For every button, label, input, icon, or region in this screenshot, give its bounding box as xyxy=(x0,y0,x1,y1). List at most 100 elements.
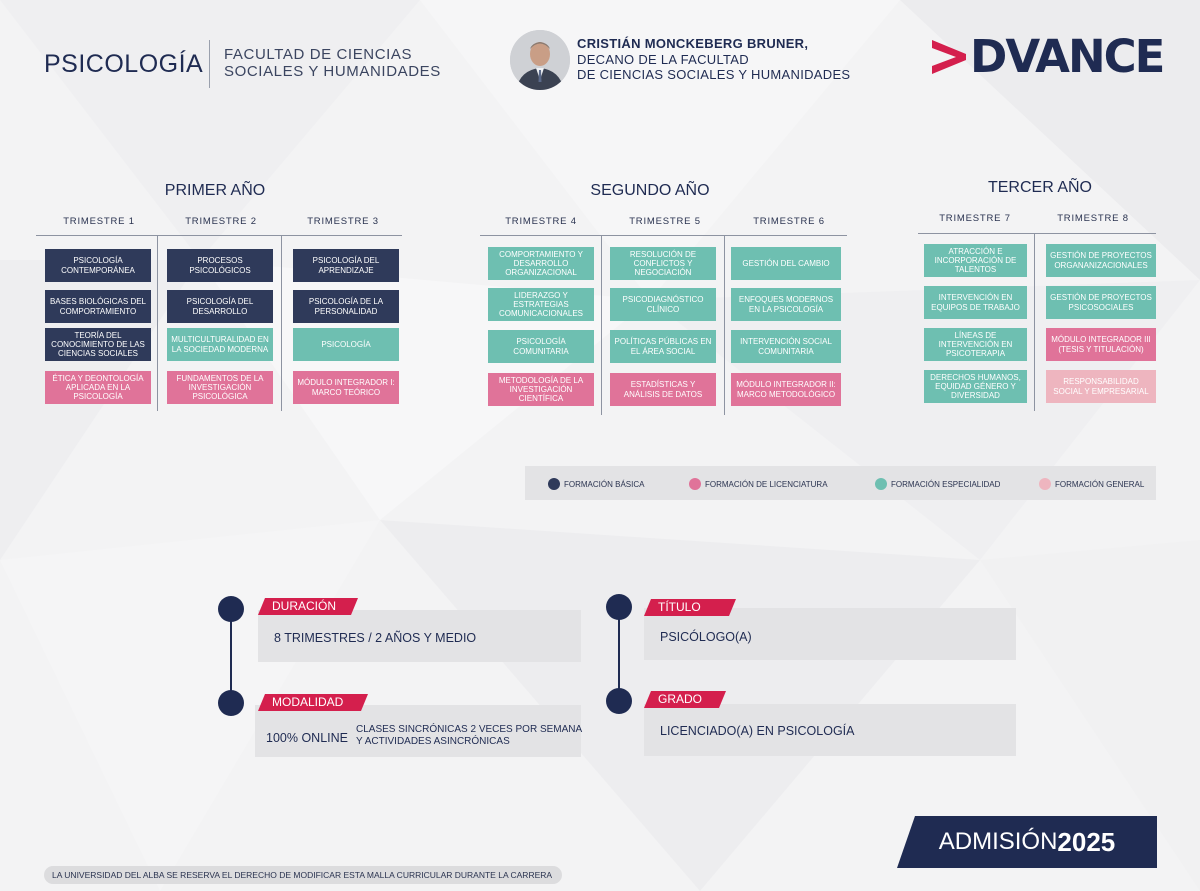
logo-text: DVANCE xyxy=(970,30,1165,83)
legend-label: FORMACIÓN DE LICENCIATURA xyxy=(705,479,828,489)
title-box xyxy=(644,608,1016,660)
course-card: DERECHOS HUMANOS, EQUIDAD GÉNERO Y DIVER… xyxy=(924,370,1027,403)
year-2-rule xyxy=(480,235,847,236)
dean-role-line-1: DECANO DE LA FACULTAD xyxy=(577,51,749,67)
course-card: ÉTICA Y DEONTOLOGÍA APLICADA EN LA PSICO… xyxy=(45,371,151,404)
timeline-dot-icon xyxy=(606,688,632,714)
trimester-1-header: TRIMESTRE 1 xyxy=(63,216,135,227)
course-card: MÓDULO INTEGRADOR II: MARCO METODOLÓGICO xyxy=(731,373,841,406)
modality-detail: CLASES SINCRÓNICAS 2 VECES POR SEMANA Y … xyxy=(356,724,582,748)
faculty-line-1: FACULTAD DE CIENCIAS xyxy=(224,46,413,63)
course-card: LIDERAZGO Y ESTRATEGIAS COMUNICACIONALES xyxy=(488,288,594,321)
course-card: FUNDAMENTOS DE LA INVESTIGACIÓN PSICOLÓG… xyxy=(167,371,273,404)
course-card: ESTADÍSTICAS Y ANÁLISIS DE DATOS xyxy=(610,373,716,406)
legend-dot-icon xyxy=(1039,478,1051,490)
course-card: PSICOLOGÍA COMUNITARIA xyxy=(488,330,594,363)
trimester-6-header: TRIMESTRE 6 xyxy=(753,216,825,227)
course-card: GESTIÓN DE PROYECTOS ORGANANIZACIONALES xyxy=(1046,244,1156,277)
year-3-divider xyxy=(1034,233,1035,411)
course-card: METODOLOGÍA DE LA INVESTIGACIÓN CIENTÍFI… xyxy=(488,373,594,406)
course-card: PSICODIAGNÓSTICO CLÍNICO xyxy=(610,288,716,321)
year-2-divider-a xyxy=(601,235,602,415)
course-card: LÍNEAS DE INTERVENCIÓN EN PSICOTERAPIA xyxy=(924,328,1027,361)
legend-label: FORMACIÓN ESPECIALIDAD xyxy=(891,479,1001,489)
trimester-3-header: TRIMESTRE 3 xyxy=(307,216,379,227)
dean-info: CRISTIÁN MONCKEBERG BRUNER, DECANO DE LA… xyxy=(577,36,850,83)
course-card: PSICOLOGÍA DEL APRENDIZAJE xyxy=(293,249,399,282)
year-1-divider-b xyxy=(281,235,282,411)
course-card: TEORÍA DEL CONOCIMIENTO DE LAS CIENCIAS … xyxy=(45,328,151,361)
legend-dot-icon xyxy=(689,478,701,490)
legend-dot-icon xyxy=(875,478,887,490)
legend-item-gen: FORMACIÓN GENERAL xyxy=(1039,478,1144,490)
dean-photo xyxy=(510,30,570,90)
course-card: MULTICULTURALIDAD EN LA SOCIEDAD MODERNA xyxy=(167,328,273,361)
year-1-divider-a xyxy=(157,235,158,411)
year-3-rule xyxy=(918,233,1156,234)
timeline-line-right xyxy=(618,607,620,703)
disclaimer: LA UNIVERSIDAD DEL ALBA SE RESERVA EL DE… xyxy=(44,866,562,884)
trimester-2-header: TRIMESTRE 2 xyxy=(185,216,257,227)
course-card: PSICOLOGÍA DE LA PERSONALIDAD xyxy=(293,290,399,323)
course-card: PSICOLOGÍA CONTEMPORÁNEA xyxy=(45,249,151,282)
legend-label: FORMACIÓN GENERAL xyxy=(1055,479,1145,489)
course-card: COMPORTAMIENTO Y DESARROLLO ORGANIZACION… xyxy=(488,247,594,280)
modality-box xyxy=(255,705,581,757)
advance-logo: DVANCE xyxy=(930,30,1165,83)
duration-box xyxy=(258,610,581,662)
degree-box xyxy=(644,704,1016,756)
course-card: INTERVENCIÓN SOCIAL COMUNITARIA xyxy=(731,330,841,363)
timeline-dot-icon xyxy=(606,594,632,620)
course-card: PROCESOS PSICOLÓGICOS xyxy=(167,249,273,282)
course-card: MÓDULO INTEGRADOR I: MARCO TEÓRICO xyxy=(293,371,399,404)
course-card: GESTIÓN DEL CAMBIO xyxy=(731,247,841,280)
modality-detail-line-2: Y ACTIVIDADES ASINCRÓNICAS xyxy=(356,736,510,747)
admission-banner: ADMISIÓN 2025 xyxy=(897,816,1157,868)
admission-year: 2025 xyxy=(1057,826,1116,857)
timeline-line-left xyxy=(230,608,232,704)
course-card: PSICOLOGÍA DEL DESARROLLO xyxy=(167,290,273,323)
modality-detail-line-1: CLASES SINCRÓNICAS 2 VECES POR SEMANA xyxy=(356,724,583,735)
legend-label: FORMACIÓN BÁSICA xyxy=(564,479,645,489)
chevron-right-logo-icon xyxy=(932,40,966,74)
course-card: BASES BIOLÓGICAS DEL COMPORTAMIENTO xyxy=(45,290,151,323)
course-card: ENFOQUES MODERNOS EN LA PSICOLOGÍA xyxy=(731,288,841,321)
trimester-7-header: TRIMESTRE 7 xyxy=(939,213,1011,224)
course-card: POLÍTICAS PÚBLICAS EN EL ÁREA SOCIAL xyxy=(610,330,716,363)
degree-label: GRADO xyxy=(644,691,726,708)
degree-value: LICENCIADO(A) EN PSICOLOGÍA xyxy=(660,724,855,738)
year-title-2: SEGUNDO AÑO xyxy=(590,182,710,199)
timeline-dot-icon xyxy=(218,596,244,622)
course-card: ATRACCIÓN E INCORPORACIÓN DE TALENTOS xyxy=(924,244,1027,277)
legend-item-basic: FORMACIÓN BÁSICA xyxy=(548,478,644,490)
year-title-1: PRIMER AÑO xyxy=(164,182,266,199)
course-card: MÓDULO INTEGRADOR III (TESIS Y TITULACIÓ… xyxy=(1046,328,1156,361)
year-1-rule xyxy=(36,235,402,236)
title-label: TÍTULO xyxy=(644,599,736,616)
course-card: RESPONSABILIDAD SOCIAL Y EMPRESARIAL xyxy=(1046,370,1156,403)
timeline-dot-icon xyxy=(218,690,244,716)
course-card: GESTIÓN DE PROYECTOS PSICOSOCIALES xyxy=(1046,286,1156,319)
faculty-name: FACULTAD DE CIENCIAS SOCIALES Y HUMANIDA… xyxy=(224,46,441,80)
duration-label: DURACIÓN xyxy=(258,598,358,615)
trimester-5-header: TRIMESTRE 5 xyxy=(629,216,701,227)
year-2-divider-b xyxy=(724,235,725,415)
header-divider xyxy=(209,40,210,88)
dean-name: CRISTIÁN MONCKEBERG BRUNER, xyxy=(577,36,809,51)
modality-value: 100% ONLINE xyxy=(266,731,348,745)
trimester-8-header: TRIMESTRE 8 xyxy=(1057,213,1129,224)
course-card: INTERVENCIÓN EN EQUIPOS DE TRABAJO xyxy=(924,286,1027,319)
course-card: PSICOLOGÍA xyxy=(293,328,399,361)
modality-label: MODALIDAD xyxy=(258,694,368,711)
trimester-4-header: TRIMESTRE 4 xyxy=(505,216,577,227)
dean-role-line-2: DE CIENCIAS SOCIALES Y HUMANIDADES xyxy=(577,67,851,82)
admission-label: ADMISIÓN xyxy=(938,828,1058,855)
year-title-3: TERCER AÑO xyxy=(987,179,1092,196)
course-card: RESOLUCIÓN DE CONFLICTOS Y NEGOCIACIÓN xyxy=(610,247,716,280)
title-value: PSICÓLOGO(A) xyxy=(660,630,752,644)
legend-dot-icon xyxy=(548,478,560,490)
program-title: PSICOLOGÍA xyxy=(44,50,204,78)
legend: FORMACIÓN BÁSICA FORMACIÓN DE LICENCIATU… xyxy=(525,466,1156,500)
legend-item-esp: FORMACIÓN ESPECIALIDAD xyxy=(875,478,1000,490)
